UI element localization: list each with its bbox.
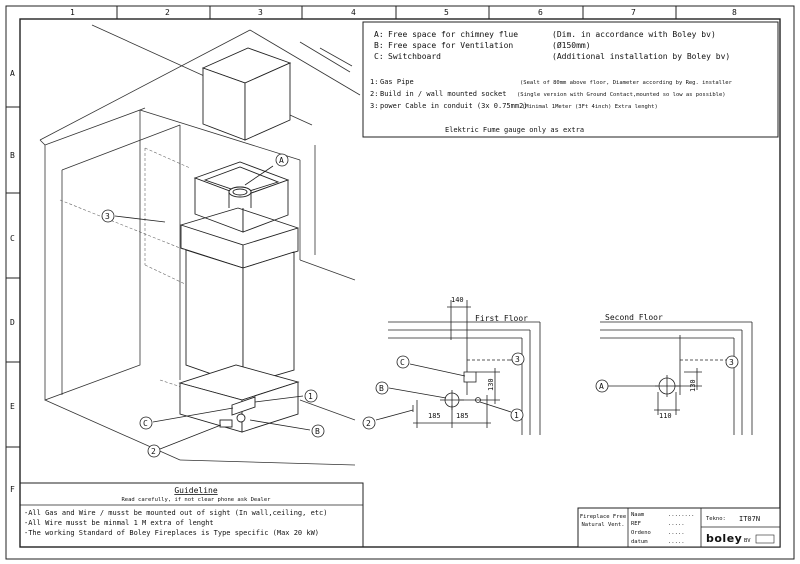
first-floor-dim-185-left: 185: [428, 412, 441, 420]
second-floor-plan: [595, 321, 753, 435]
first-floor-callout-2: 2: [366, 419, 371, 428]
first-floor-dim-130: 130: [487, 378, 495, 391]
grid-row-a: A: [10, 69, 15, 78]
first-floor-callout-1: 1: [514, 411, 519, 420]
legend-key-1: 1:: [370, 78, 378, 86]
grid-row-f: F: [10, 485, 15, 494]
title-field-label-naam: Naam: [631, 512, 645, 518]
legend-box: A: Free space for chimney flue (Dim. in …: [362, 21, 779, 138]
iso-callout-3: 3: [105, 212, 110, 221]
first-floor-callout-b: B: [379, 384, 384, 393]
guideline-title: Guideline: [174, 486, 218, 495]
legend-note-2: (Single version with Ground Contact,moun…: [517, 92, 726, 98]
drawing-frame: [5, 5, 795, 560]
grid-row-e: E: [10, 402, 15, 411]
title-field-value-naam: ........: [668, 512, 695, 518]
title-project-line1: Fireplace Free: [580, 514, 626, 520]
title-field-value-datum: .....: [668, 539, 685, 545]
guideline-line-1: -All Gas and Wire / musst be mounted out…: [24, 509, 327, 517]
company-seal-icon: [755, 534, 775, 544]
title-block: Fireplace Free Natural Vent. Naam ......…: [577, 507, 781, 548]
iso-callout-2: 2: [151, 447, 156, 456]
legend-key-3: 3:: [370, 102, 378, 110]
boley-logo-suffix: BV: [744, 538, 751, 544]
title-project-line2: Natural Vent.: [581, 522, 624, 528]
second-floor-dim-130: 130: [689, 379, 697, 392]
second-floor-dim-110: 110: [659, 412, 672, 420]
second-floor-callout-a: A: [599, 382, 604, 391]
iso-callout-c: C: [143, 419, 148, 428]
first-floor-labels: First Floor 140 185 185 130 C 3 B 2 1: [366, 296, 528, 428]
legend-note-1: (Sealt of 80mm above floor, Diameter acc…: [520, 80, 733, 86]
grid-row-c: C: [10, 234, 15, 243]
legend-key-b: B:: [374, 41, 384, 50]
first-floor-plan: [362, 300, 541, 435]
legend-note-a: (Dim. in accordance with Boley bv): [552, 30, 716, 39]
guideline-box: Guideline Read carefully, if not clear p…: [19, 482, 364, 548]
grid-col-8: 8: [732, 8, 737, 17]
legend-key-c: C:: [374, 52, 384, 61]
legend-name-b: Free space for Ventilation: [388, 41, 513, 50]
boley-logo: boley: [706, 532, 742, 545]
guideline-subtitle: Read carefully, if not clear phone ask D…: [121, 497, 271, 503]
legend-name-2: Build in / wall mounted socket: [380, 90, 506, 98]
title-field-label-datum: datum: [631, 539, 648, 545]
guideline-line-3: -The working Standard of Boley Fireplace…: [24, 529, 319, 537]
grid-row-b: B: [10, 151, 15, 160]
first-floor-dim-140: 140: [451, 296, 464, 304]
guideline-line-2: -All Wire musst be minmal 1 M extra of l…: [24, 519, 214, 527]
grid-row-labels: A B C D E F: [10, 69, 15, 494]
iso-room: [39, 24, 361, 466]
legend-name-1: Gas Pipe: [380, 78, 414, 86]
iso-callout-1: 1: [308, 392, 313, 401]
legend-name-3: power Cable in conduit (3x 0.75mm2): [380, 102, 528, 110]
title-tekno-label: Tekno:: [706, 516, 726, 522]
second-floor-callout-3: 3: [729, 358, 734, 367]
iso-callout-labels: A 3 1 C B 2: [105, 156, 320, 456]
title-field-value-ref: .....: [668, 521, 685, 527]
legend-note-c: (Additional installation by Boley bv): [552, 52, 730, 61]
grid-col-3: 3: [258, 8, 263, 17]
first-floor-callout-3: 3: [515, 355, 520, 364]
title-field-label-ref: REF: [631, 521, 641, 527]
grid-col-4: 4: [351, 8, 356, 17]
grid-col-1: 1: [70, 8, 75, 17]
title-tekno-value: IT07N: [739, 515, 760, 523]
grid-col-6: 6: [538, 8, 543, 17]
legend-note-b: (Ø150mm): [552, 40, 591, 50]
iso-callout-b: B: [315, 427, 320, 436]
legend-name-c: Switchboard: [388, 52, 441, 61]
title-field-label-ordeno: Ordeno: [631, 530, 651, 536]
first-floor-dim-185-right: 185: [456, 412, 469, 420]
grid-col-7: 7: [631, 8, 636, 17]
legend-footer: Elektric Fume gauge only as extra: [445, 126, 584, 134]
iso-chimney-box: [201, 47, 292, 141]
grid-col-2: 2: [165, 8, 170, 17]
grid-col-5: 5: [444, 8, 449, 17]
iso-callouts: [101, 153, 325, 458]
first-floor-callout-c: C: [400, 358, 405, 367]
iso-fireplace-column: [178, 161, 300, 433]
grid-column-labels: 1 2 3 4 5 6 7 8: [70, 8, 737, 17]
legend-key-a: A:: [374, 30, 384, 39]
first-floor-title: First Floor: [475, 314, 528, 323]
legend-note-3: (Minimal 1Meter (3Ft 4inch) Extra lenght…: [522, 104, 658, 110]
second-floor-labels: Second Floor 110 130 A 3: [599, 313, 734, 420]
grid-row-d: D: [10, 318, 15, 327]
iso-callout-a: A: [279, 156, 284, 165]
legend-name-a: Free space for chimney flue: [388, 30, 518, 39]
second-floor-title: Second Floor: [605, 313, 663, 322]
title-field-value-ordeno: .....: [668, 530, 685, 536]
legend-key-2: 2:: [370, 90, 378, 98]
